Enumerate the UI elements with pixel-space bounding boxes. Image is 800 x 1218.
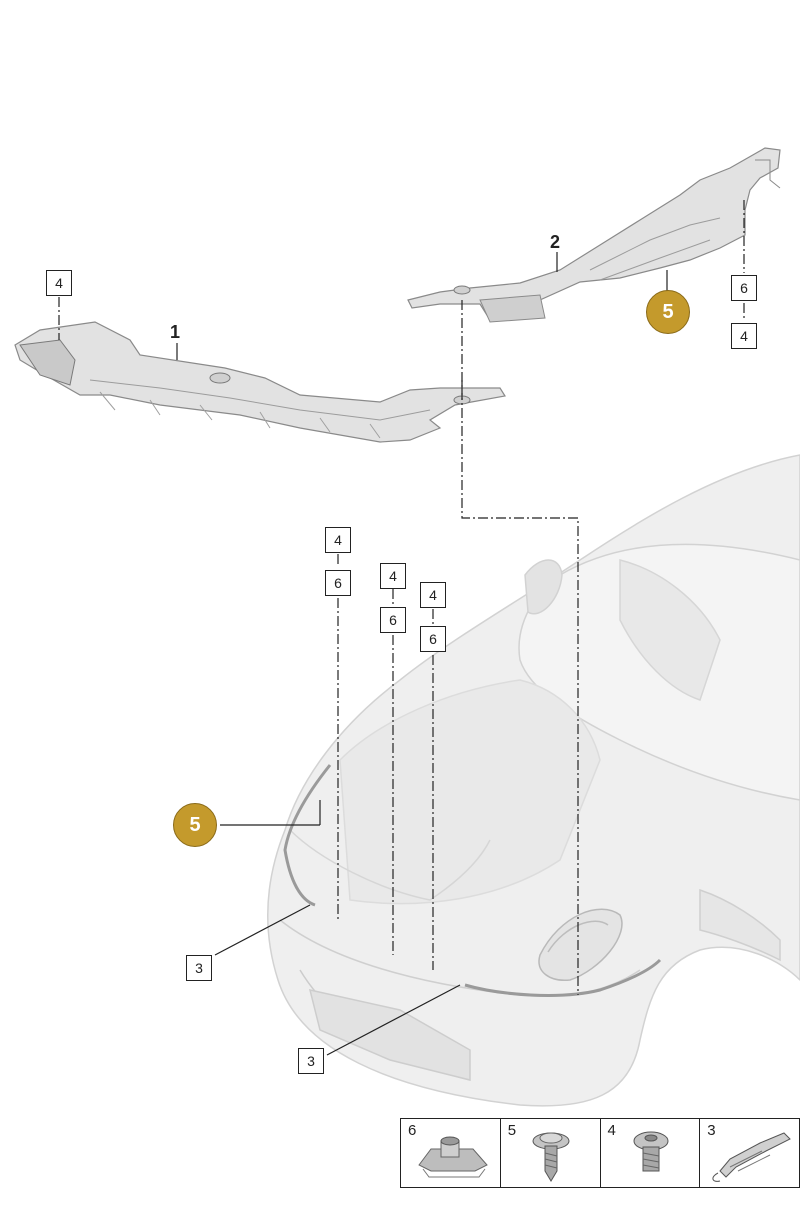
- part-2-label: 2: [550, 232, 561, 252]
- flange-screw-icon: [532, 1132, 570, 1182]
- speed-nut-icon: [418, 1136, 488, 1178]
- legend-cell-4: 4: [599, 1119, 700, 1187]
- callout-6-b: 6: [380, 607, 406, 633]
- car-body: [267, 454, 800, 1107]
- parts-legend: 6 5 4: [400, 1118, 800, 1188]
- legend-number: 6: [408, 1122, 417, 1139]
- callout-4-a: 4: [325, 527, 351, 553]
- spring-clip-icon: [712, 1132, 792, 1182]
- callout-3-lower: 3: [298, 1048, 324, 1074]
- callout-3-upper: 3: [186, 955, 212, 981]
- callout-4-right: 4: [731, 323, 757, 349]
- legend-number: 4: [607, 1122, 616, 1139]
- dash-dot-lines: [58, 200, 745, 995]
- part-1-label: 1: [170, 322, 181, 342]
- part-1-bracket: [14, 321, 506, 443]
- bumper-rail: [283, 764, 662, 997]
- part-2-bracket: [407, 147, 781, 323]
- callout-4-top-left: 4: [46, 270, 72, 296]
- callout-6-c: 6: [420, 626, 446, 652]
- callout-4-b: 4: [380, 563, 406, 589]
- legend-number: 3: [707, 1122, 716, 1139]
- highlight-callout-5-lower: 5: [173, 803, 217, 847]
- legend-cell-3: 3: [699, 1119, 799, 1187]
- callout-4-c: 4: [420, 582, 446, 608]
- callout-6-right: 6: [731, 275, 757, 301]
- legend-number: 5: [507, 1122, 517, 1139]
- highlight-callout-5-upper: 5: [646, 290, 690, 334]
- legend-cell-5: 5: [499, 1119, 600, 1187]
- torx-screw-icon: [633, 1131, 668, 1172]
- leader-lines: [176, 252, 668, 1056]
- callout-6-a: 6: [325, 570, 351, 596]
- legend-cell-6: 6: [401, 1119, 500, 1187]
